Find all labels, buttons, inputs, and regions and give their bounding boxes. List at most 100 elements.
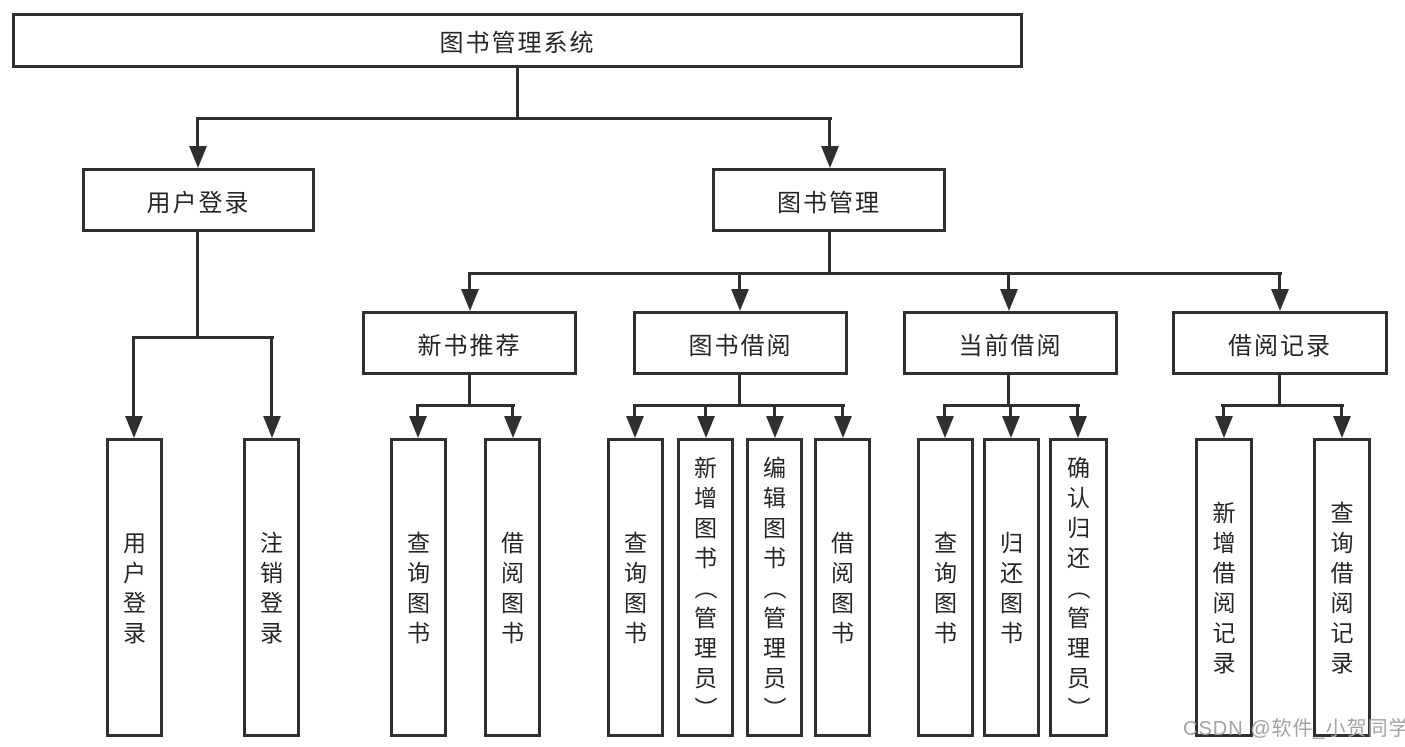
vertical-char: 书: [763, 544, 786, 571]
vertical-char: 借: [1330, 559, 1354, 586]
connector-trunk-line: [738, 375, 741, 407]
connector-arrow-stem: [270, 336, 273, 418]
node-borrow-records: 借阅记录: [1172, 311, 1388, 375]
connector-trunk-line: [828, 232, 831, 275]
vertical-char: 图: [624, 589, 647, 616]
arrowhead-down-icon: [189, 146, 207, 168]
vertical-char: 记: [1330, 619, 1354, 646]
connector-arrow-stem: [773, 404, 776, 418]
node-new-book-recommend-label: 新书推荐: [417, 332, 522, 360]
leaf-borrow-edit-admin-label: 编辑图书（管理员）: [762, 441, 788, 734]
vertical-char: 图: [407, 589, 430, 616]
vertical-char: 还: [1067, 544, 1090, 571]
vertical-char: 书: [624, 619, 647, 646]
vertical-char: ）: [1065, 696, 1092, 719]
vertical-char: 归: [1067, 514, 1090, 541]
vertical-char: 询: [1330, 529, 1354, 556]
node-book-management-label: 图书管理: [777, 189, 881, 217]
vertical-char: 书: [501, 619, 524, 646]
connector-arrow-stem: [1007, 272, 1010, 291]
leaf-borrow-query-label: 查询图书: [624, 441, 647, 734]
arrowhead-down-icon: [461, 289, 479, 311]
connector-arrow-stem: [841, 404, 844, 418]
connector-arrow-stem: [633, 404, 636, 418]
node-root-label: 图书管理系统: [439, 30, 596, 57]
leaf-records-query-label: 查询借阅记录: [1331, 441, 1354, 734]
leaf-user-login: 用户登录: [106, 438, 163, 737]
arrowhead-down-icon: [697, 416, 715, 438]
vertical-char: 借: [1212, 559, 1236, 586]
node-user-login: 用户登录: [82, 168, 315, 232]
vertical-char: 登: [260, 589, 283, 616]
arrowhead-down-icon: [766, 416, 784, 438]
connector-arrow-stem: [738, 272, 741, 291]
watermark-text: CSDN @软件_小贺同学: [1183, 718, 1405, 740]
vertical-char: 销: [260, 559, 283, 586]
leaf-current-confirm-admin: 确认归还（管理员）: [1049, 438, 1108, 737]
arrowhead-down-icon: [1069, 416, 1087, 438]
vertical-char: 还: [1000, 559, 1023, 586]
leaf-current-query-label: 查询图书: [934, 441, 957, 734]
vertical-char: 新: [694, 454, 717, 481]
vertical-char: 阅: [1330, 589, 1354, 616]
vertical-char: 查: [624, 529, 647, 556]
vertical-char: 员: [1067, 664, 1090, 691]
arrowhead-down-icon: [263, 416, 281, 438]
leaf-borrow-borrow-label: 借阅图书: [831, 441, 854, 734]
vertical-char: 理: [763, 634, 786, 661]
vertical-char: 确: [1067, 454, 1090, 481]
connector-arrow-stem: [1340, 404, 1343, 418]
vertical-char: 查: [407, 529, 430, 556]
vertical-char: 阅: [831, 559, 854, 586]
vertical-char: 记: [1212, 619, 1236, 646]
leaf-borrow-add-admin: 新增图书（管理员）: [677, 438, 734, 737]
node-new-book-recommend: 新书推荐: [362, 311, 577, 375]
connector-rail-line: [416, 404, 515, 407]
leaf-borrow-add-admin-label: 新增图书（管理员）: [693, 441, 719, 734]
vertical-char: 增: [1212, 529, 1236, 556]
connector-arrow-stem: [132, 336, 135, 418]
arrowhead-down-icon: [1002, 416, 1020, 438]
leaf-records-query: 查询借阅记录: [1313, 438, 1371, 737]
connector-arrow-stem: [1009, 404, 1012, 418]
vertical-char: 书: [1000, 619, 1023, 646]
vertical-char: 图: [934, 589, 957, 616]
vertical-char: 书: [407, 619, 430, 646]
connector-trunk-line: [1007, 375, 1010, 407]
vertical-char: 询: [624, 559, 647, 586]
leaf-current-query: 查询图书: [917, 438, 974, 737]
connector-trunk-line: [1278, 375, 1281, 407]
leaf-borrow-query: 查询图书: [607, 438, 664, 737]
vertical-char: 书: [831, 619, 854, 646]
arrowhead-down-icon: [626, 416, 644, 438]
vertical-char: 编: [763, 454, 786, 481]
leaf-current-return: 归还图书: [983, 438, 1040, 737]
leaf-records-add-label: 新增借阅记录: [1213, 441, 1236, 734]
vertical-char: 录: [1330, 649, 1354, 676]
vertical-char: 图: [1000, 589, 1023, 616]
arrowhead-down-icon: [821, 146, 839, 168]
vertical-char: 图: [694, 514, 717, 541]
vertical-char: 阅: [501, 559, 524, 586]
vertical-char: 员: [763, 664, 786, 691]
vertical-char: 借: [831, 529, 854, 556]
arrowhead-down-icon: [731, 289, 749, 311]
vertical-char: 图: [501, 589, 524, 616]
connector-arrow-stem: [1076, 404, 1079, 418]
connector-arrow-stem: [468, 272, 471, 291]
leaf-records-add: 新增借阅记录: [1195, 438, 1253, 737]
connector-arrow-stem: [196, 117, 199, 148]
vertical-char: 书: [694, 544, 717, 571]
arrowhead-down-icon: [1333, 416, 1351, 438]
connector-arrow-stem: [416, 404, 419, 418]
connector-arrow-stem: [704, 404, 707, 418]
leaf-newbooks-query: 查询图书: [390, 438, 447, 737]
node-root: 图书管理系统: [12, 13, 1023, 68]
node-book-borrow-label: 图书借阅: [688, 332, 793, 360]
vertical-char: 登: [123, 589, 146, 616]
vertical-char: 管: [1067, 604, 1090, 631]
arrowhead-down-icon: [1271, 289, 1289, 311]
vertical-char: 查: [934, 529, 957, 556]
leaf-newbooks-borrow: 借阅图书: [484, 438, 541, 737]
